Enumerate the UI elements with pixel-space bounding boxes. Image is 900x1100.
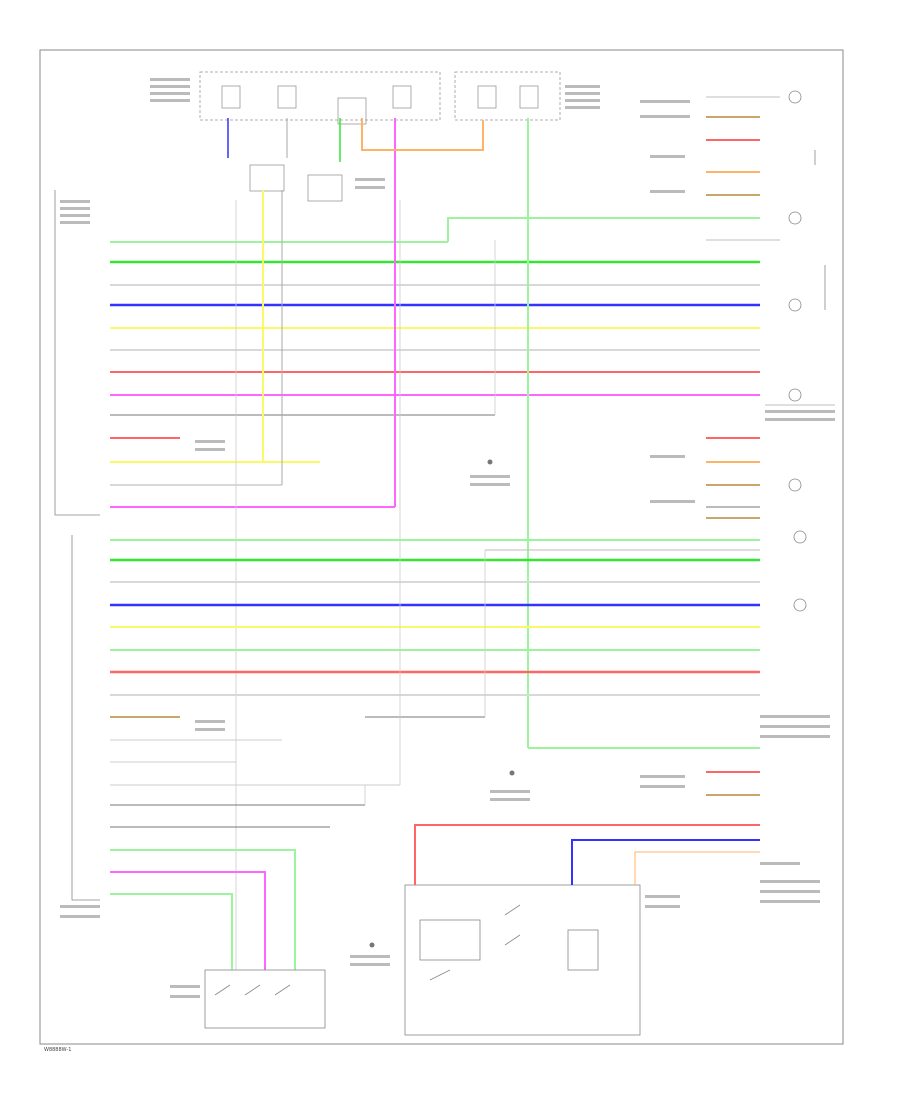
- switch-module-feeds: [414, 771, 760, 885]
- ground-point-3: [369, 942, 375, 948]
- ground-point-2: [509, 770, 515, 776]
- lower-connector-bracket: [71, 535, 100, 901]
- lower-vertical-feeds: [364, 200, 496, 805]
- footer-code: W8888W-1: [44, 1047, 71, 1053]
- upper-wire-harness: [110, 217, 760, 508]
- right-connectors-mid: [706, 437, 807, 612]
- master-switch: [204, 969, 326, 1029]
- diagram-annotations: [60, 78, 835, 998]
- upper-connector-bracket: [54, 190, 100, 516]
- diagram-frame: [39, 49, 844, 1045]
- wire-lt-grn-5: [110, 893, 233, 970]
- power-window-switch-module: [404, 884, 641, 1036]
- right-connectors-upper: [706, 90, 835, 406]
- fuse-relay-box-top: [199, 71, 561, 121]
- wire-lt-grn-4: [110, 849, 296, 970]
- lower-wire-harness: [110, 539, 760, 970]
- ground-symbols: [369, 459, 515, 948]
- ground-point-1: [487, 459, 493, 465]
- wire-pnk-3: [110, 871, 266, 970]
- wire-lt-grn-1b: [447, 217, 760, 242]
- upper-vertical-feeds: [227, 118, 760, 970]
- fuse-symbols: [221, 85, 539, 202]
